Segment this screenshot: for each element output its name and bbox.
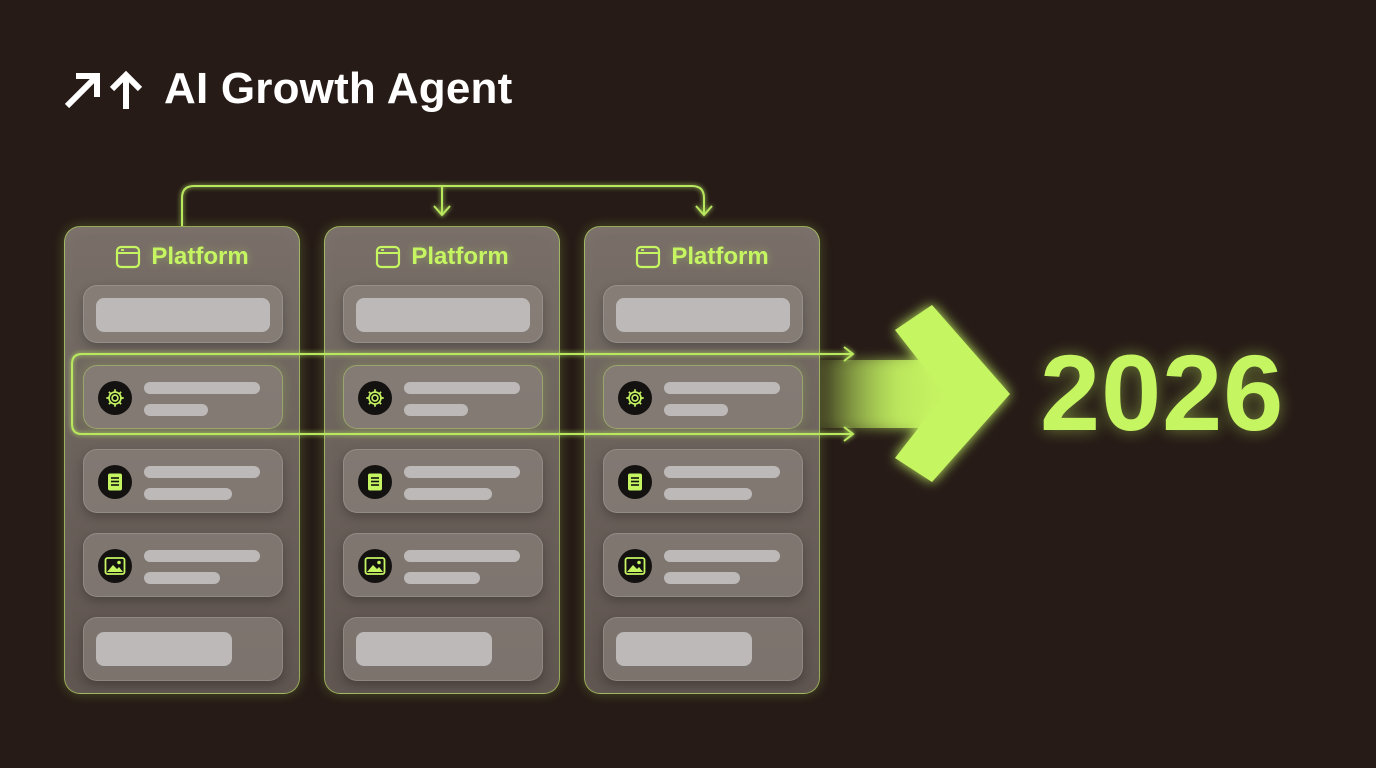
panel-title: Platform [411, 243, 509, 270]
header: AI Growth Agent [62, 64, 512, 114]
button-card[interactable] [343, 617, 543, 681]
gear-icon [358, 381, 392, 415]
year-label: 2026 [1040, 332, 1285, 453]
image-icon [358, 549, 392, 583]
document-icon [98, 465, 132, 499]
gear-icon [98, 381, 132, 415]
growth-arrows-icon [62, 67, 146, 111]
image-card[interactable] [603, 533, 803, 597]
button-card[interactable] [603, 617, 803, 681]
placeholder-card[interactable] [343, 285, 543, 343]
image-icon [618, 549, 652, 583]
browser-window-icon [116, 245, 141, 269]
placeholder-card[interactable] [83, 285, 283, 343]
gear-icon [618, 381, 652, 415]
platform-panel-1: Platform [64, 226, 300, 694]
image-card[interactable] [343, 533, 543, 597]
image-card[interactable] [83, 533, 283, 597]
document-card[interactable] [343, 449, 543, 513]
platform-panel-2: Platform [324, 226, 560, 694]
browser-window-icon [376, 245, 401, 269]
top-connector [181, 185, 713, 226]
placeholder-card[interactable] [603, 285, 803, 343]
settings-card[interactable] [343, 365, 543, 429]
browser-window-icon [636, 245, 661, 269]
document-card[interactable] [603, 449, 803, 513]
platform-panel-3: Platform [584, 226, 820, 694]
settings-card[interactable] [83, 365, 283, 429]
document-icon [358, 465, 392, 499]
image-icon [98, 549, 132, 583]
panel-title: Platform [671, 243, 769, 270]
settings-card[interactable] [603, 365, 803, 429]
document-icon [618, 465, 652, 499]
button-card[interactable] [83, 617, 283, 681]
document-card[interactable] [83, 449, 283, 513]
big-arrow-icon [812, 305, 1010, 482]
panel-title: Platform [151, 243, 249, 270]
page-title: AI Growth Agent [164, 64, 513, 113]
